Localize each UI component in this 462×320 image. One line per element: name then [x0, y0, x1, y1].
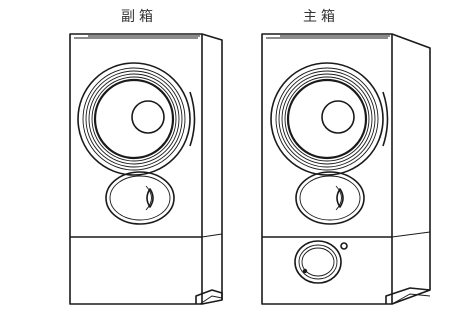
main-foot	[385, 287, 431, 304]
main-side-panel	[391, 33, 431, 305]
satellite-foot	[195, 289, 223, 304]
power-led	[340, 242, 348, 250]
satellite-bass-port	[105, 171, 175, 225]
main-speaker-label: 主箱	[303, 9, 339, 25]
satellite-speaker-label: 副箱	[121, 9, 157, 25]
main-woofer	[270, 62, 389, 176]
satellite-woofer	[77, 62, 196, 176]
satellite-side-panel	[201, 33, 223, 305]
main-front-face	[261, 33, 393, 305]
main-speaker	[261, 33, 431, 305]
satellite-front-face	[69, 33, 203, 305]
main-bass-port	[295, 171, 365, 225]
volume-knob	[294, 240, 342, 284]
satellite-speaker	[69, 33, 223, 305]
